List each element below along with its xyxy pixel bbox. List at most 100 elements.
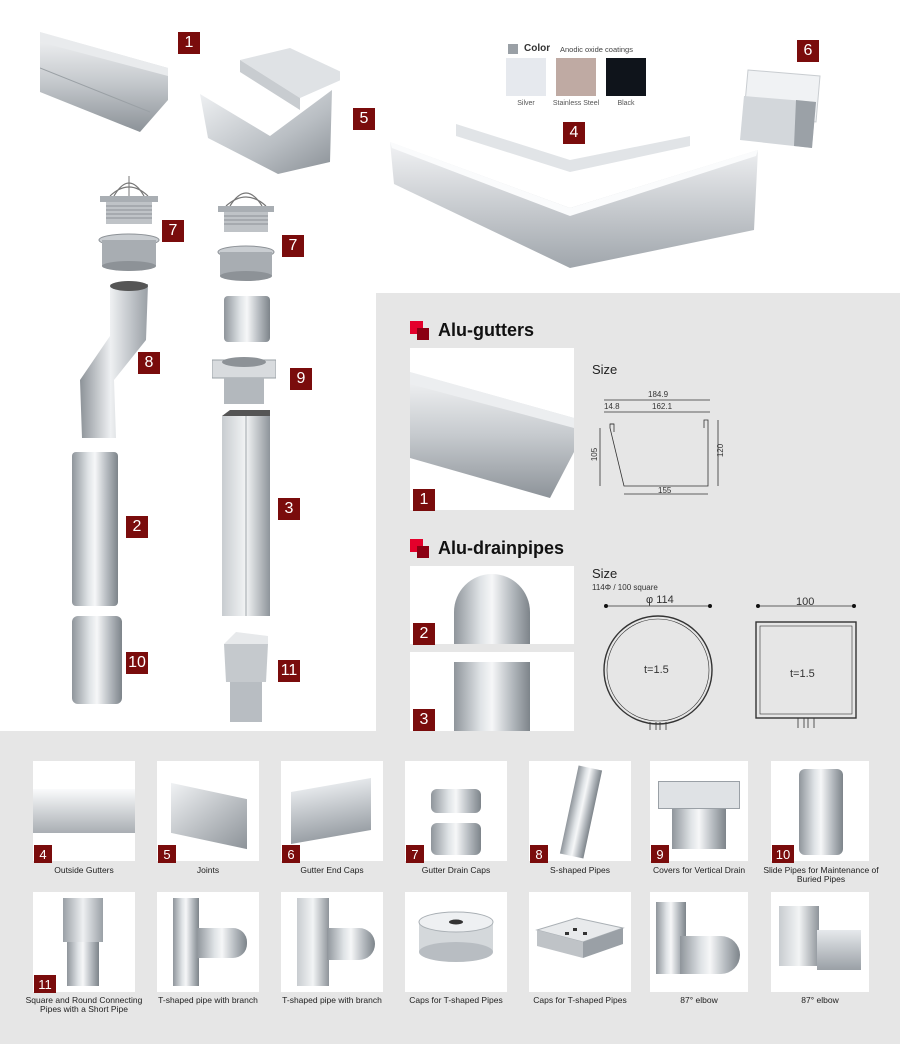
color-legend-subtitle: Anodic oxide coatings <box>560 45 633 54</box>
alu-gutters-title: Alu-gutters <box>438 320 534 340</box>
thumb-shape <box>171 782 247 850</box>
catalog-label-t-pipe-round: T-shaped pipe with branch <box>158 995 258 1005</box>
vertical-cover-image <box>211 352 277 406</box>
thumb-shape <box>291 777 371 845</box>
outside-gutter-image <box>390 120 760 270</box>
catalog-badge-4: 4 <box>34 845 52 863</box>
dim-right-height: 120 <box>716 443 726 458</box>
catalog-label-t-caps-square: Caps for T-shaped Pipes <box>533 995 627 1005</box>
joint-product-image <box>200 46 350 176</box>
thumb-shape <box>431 789 481 813</box>
thumb-shape <box>559 765 603 859</box>
badge-1: 1 <box>178 32 200 54</box>
alu-gutters-heading: Alu-gutters <box>410 320 534 341</box>
color-legend: Color Anodic oxide coatings Silver Stain… <box>504 42 654 114</box>
thumb-shape <box>817 930 861 970</box>
catalog-label-outside-gutters: Outside Gutters <box>54 865 114 875</box>
catalog-badge-8: 8 <box>530 845 548 863</box>
catalog-label-elbow-square: 87° elbow <box>801 995 839 1005</box>
color-legend-icon <box>508 44 518 54</box>
dim-inner-width: 162.1 <box>652 402 673 411</box>
catalog-thumb-elbow-square <box>771 892 869 992</box>
thumb-shape <box>33 789 135 833</box>
catalog-thumb-t-pipe-square <box>281 892 383 992</box>
end-cap-image <box>736 66 822 152</box>
catalog-thumb-t-pipe-round <box>157 892 259 992</box>
thumb-shape <box>327 928 375 960</box>
square-pipe-image <box>222 410 270 620</box>
dim-total-width: 184.9 <box>648 390 669 399</box>
badge-6: 6 <box>797 40 819 62</box>
catalog-label-t-caps-round: Caps for T-shaped Pipes <box>409 995 503 1005</box>
section-square-icon <box>410 320 430 341</box>
catalog-label-drain-caps: Gutter Drain Caps <box>421 865 491 875</box>
round-pipe-diameter: φ 114 <box>646 594 674 606</box>
catalog-thumb-t-caps-square <box>529 892 631 992</box>
badge-7a: 7 <box>162 220 184 242</box>
badge-4: 4 <box>563 122 585 144</box>
round-pipe-photo <box>410 566 574 644</box>
thumb-shape <box>672 809 726 849</box>
pipe-size-sub: 114Φ / 100 square <box>592 583 658 592</box>
catalog-badge-11: 11 <box>34 975 56 993</box>
gutter-photo-badge: 1 <box>413 489 435 511</box>
catalog-badge-7: 7 <box>406 845 424 863</box>
thumb-shape <box>658 781 740 809</box>
slide-pipe-image <box>72 616 122 704</box>
gutter-cross-section-diagram: 184.9 14.8 162.1 105 120 155 <box>586 390 726 502</box>
catalog-thumb-s-pipes <box>529 761 631 861</box>
catalog-label-s-pipes: S-shaped Pipes <box>549 865 610 875</box>
pipe-size-label: Size <box>592 566 618 581</box>
connector-pipe-image <box>222 630 270 724</box>
badge-3: 3 <box>278 498 300 520</box>
catalog-thumb-slide-pipes <box>771 761 869 861</box>
thumb-shape <box>197 928 247 958</box>
catalog-label-connecting-pipes: Square and Round Connecting Pipes with a… <box>25 995 143 1015</box>
badge-2: 2 <box>126 516 148 538</box>
catalog-thumb-end-caps <box>281 761 383 861</box>
drain-cap-image-a <box>96 170 162 276</box>
catalog-thumb-outside-gutters <box>33 761 135 861</box>
thumb-shape <box>680 936 740 974</box>
catalog-label-slide-pipes: Slide Pipes for Maintenance of Buried Pi… <box>763 865 879 885</box>
round-pipe-diagram: φ 114 t=1.5 <box>596 594 720 734</box>
badge-5: 5 <box>353 108 375 130</box>
catalog-badge-10: 10 <box>772 845 794 863</box>
swatch-label-silver: Silver <box>517 100 535 107</box>
round-pipe-image <box>72 452 118 606</box>
catalog-badge-5: 5 <box>158 845 176 863</box>
alu-drainpipes-title: Alu-drainpipes <box>438 538 565 558</box>
swatch-black <box>606 58 646 96</box>
catalog-label-joints: Joints <box>196 865 220 875</box>
badge-9: 9 <box>290 368 312 390</box>
catalog-thumb-drain-caps <box>405 761 507 861</box>
color-legend-title: Color <box>524 43 551 54</box>
catalog-thumb-elbow-round <box>650 892 748 992</box>
badge-10: 10 <box>126 652 148 674</box>
drain-cap-image-b <box>214 180 278 286</box>
gutter-size-label: Size <box>592 362 618 377</box>
catalog-thumb-joints <box>157 761 259 861</box>
thumb-shape <box>799 769 843 855</box>
badge-8: 8 <box>138 352 160 374</box>
thumb-shape <box>297 898 329 986</box>
swatch-label-black: Black <box>617 100 635 107</box>
catalog-thumb-vertical-covers <box>650 761 748 861</box>
square-pipe-thickness: t=1.5 <box>790 668 815 680</box>
gutter-product-image <box>39 28 168 132</box>
swatch-silver <box>506 58 546 96</box>
catalog-label-t-pipe-square: T-shaped pipe with branch <box>282 995 382 1005</box>
swatch-label-stainless: Stainless Steel <box>552 100 600 107</box>
catalog-label-end-caps: Gutter End Caps <box>300 865 364 875</box>
square-pipe-photo-shape <box>454 662 530 732</box>
round-pipe-photo-shape <box>454 574 530 644</box>
thumb-shape <box>63 898 103 942</box>
gutter-photo <box>410 348 574 510</box>
short-pipe-image <box>224 296 270 342</box>
round-pipe-thickness: t=1.5 <box>644 664 669 676</box>
badge-11: 11 <box>278 660 300 682</box>
thumb-shape <box>535 917 625 958</box>
square-pipe-badge: 3 <box>413 709 435 731</box>
s-pipe-image <box>70 280 154 442</box>
catalog-badge-9: 9 <box>651 845 669 863</box>
